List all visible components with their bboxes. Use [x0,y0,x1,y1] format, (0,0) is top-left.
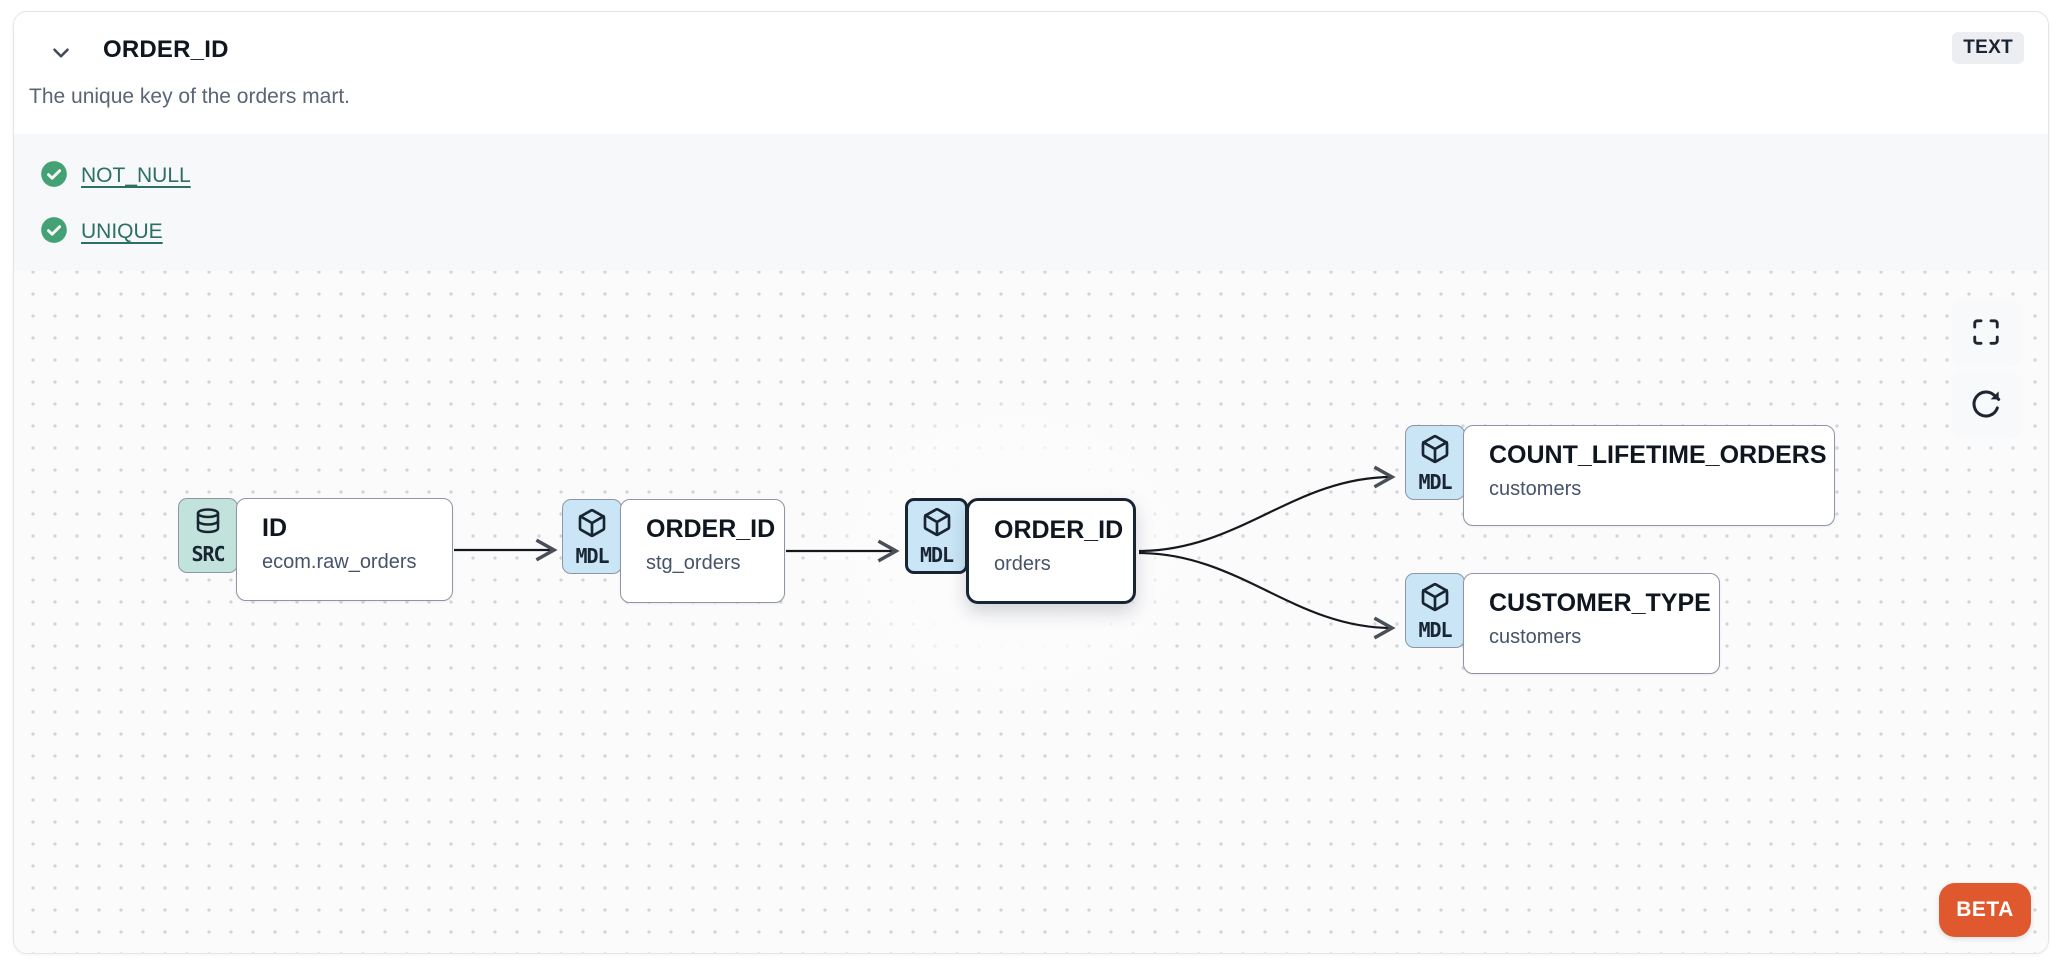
check-circle-icon [40,216,68,249]
cube-icon [1418,581,1452,618]
source-badge: SRC [178,498,238,573]
badge-label: MDL [1418,469,1452,494]
node-card: COUNT_LIFETIME_ORDERS customers [1463,425,1835,526]
refresh-button[interactable] [1952,371,2020,439]
model-badge: MDL [562,499,622,574]
lineage-edges [454,465,1396,640]
node-subtitle: customers [1489,478,1582,500]
test-link-not-null[interactable]: NOT_NULL [81,164,191,187]
database-icon [192,507,224,542]
refresh-icon [1970,388,2002,423]
node-subtitle: orders [994,553,1051,575]
beta-badge: BETA [1939,883,2031,937]
node-title: ID [262,514,287,542]
node-subtitle: ecom.raw_orders [262,551,417,573]
node-title: ORDER_ID [646,515,776,543]
node-card: ID ecom.raw_orders [236,498,453,601]
column-title: ORDER_ID [103,36,229,63]
fullscreen-icon [1971,317,2001,350]
badge-label: MDL [1418,617,1452,642]
node-title: ORDER_ID [994,516,1124,544]
test-row: UNIQUE [40,215,163,249]
model-badge: MDL [905,498,968,574]
node-card: ORDER_ID stg_orders [620,499,785,603]
column-type-badge: TEXT [1952,32,2024,64]
node-card: CUSTOMER_TYPE customers [1463,573,1720,674]
node-subtitle: stg_orders [646,552,741,574]
chevron-down-icon [48,40,74,69]
test-row: NOT_NULL [40,159,191,193]
cube-icon [575,507,609,544]
badge-label: SRC [191,541,225,566]
model-badge: MDL [1405,573,1465,648]
node-card: ORDER_ID orders [966,498,1136,604]
node-title: COUNT_LIFETIME_ORDERS [1489,441,1827,469]
check-circle-icon [40,160,68,193]
model-badge: MDL [1405,425,1465,500]
column-details-panel: ORDER_ID TEXT The unique key of the orde… [13,11,2049,954]
test-link-unique[interactable]: UNIQUE [81,220,163,243]
badge-label: MDL [575,543,609,568]
node-title: CUSTOMER_TYPE [1489,589,1711,617]
lineage-canvas[interactable]: SRC ID ecom.raw_orders MDL ORDER_ID [14,271,2048,953]
node-subtitle: customers [1489,626,1582,648]
badge-label: MDL [919,543,954,567]
cube-icon [1418,433,1452,470]
column-description: The unique key of the orders mart. [29,85,350,108]
cube-icon [920,506,954,543]
collapse-toggle-button[interactable] [40,34,82,74]
tests-section: NOT_NULL UNIQUE [14,134,2048,271]
fullscreen-button[interactable] [1952,299,2020,367]
